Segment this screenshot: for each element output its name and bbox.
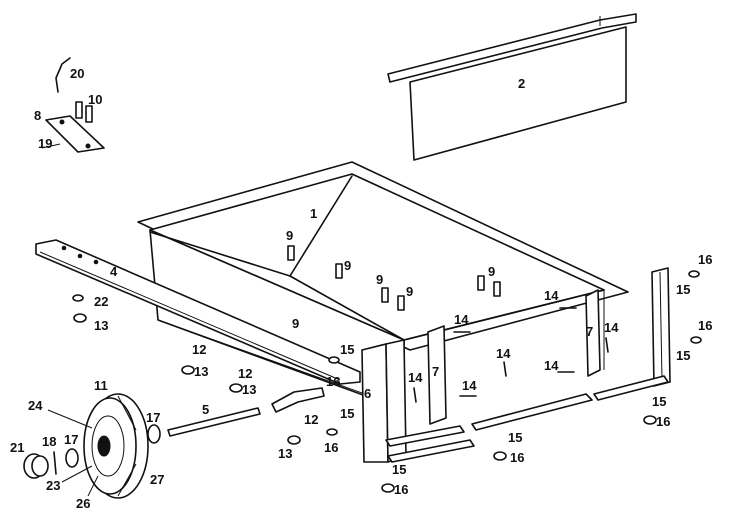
callout-14g: 14 [462, 378, 477, 393]
hardware-washers [72, 270, 702, 493]
callout-16g: 16 [394, 482, 408, 497]
callout-15c: 15 [340, 342, 354, 357]
hitch-bracket [45, 115, 105, 153]
callout-12a: 12 [192, 342, 206, 357]
callout-13b: 13 [194, 364, 208, 379]
washer-17 [65, 424, 161, 468]
callout-16e: 16 [510, 450, 524, 465]
callout-9c: 9 [376, 272, 383, 287]
callout-24: 24 [28, 398, 43, 413]
callout-22: 22 [94, 294, 108, 309]
bolts-14 [413, 307, 609, 403]
callout-16f: 16 [656, 414, 670, 429]
cotter-pin [53, 451, 57, 475]
callout-13d: 13 [278, 446, 292, 461]
callout-12c: 12 [304, 412, 318, 427]
callout-26: 26 [76, 496, 90, 511]
callout-7b: 7 [586, 324, 593, 339]
callout-15f: 15 [652, 394, 666, 409]
callout-9d: 9 [406, 284, 413, 299]
callout-13a: 13 [94, 318, 108, 333]
bolts-10 [75, 101, 93, 123]
callout-14e: 14 [544, 358, 559, 373]
callout-9f: 9 [292, 316, 299, 331]
axle-bracket [271, 387, 325, 413]
callout-14d: 14 [496, 346, 511, 361]
callout-9a: 9 [286, 228, 293, 243]
callout-9e: 9 [488, 264, 495, 279]
callout-14c: 14 [604, 320, 619, 335]
callout-14b: 14 [454, 312, 469, 327]
callout-2: 2 [518, 76, 525, 91]
callout-15a: 15 [676, 282, 690, 297]
callout-9b: 9 [344, 258, 351, 273]
side-rail [35, 239, 361, 385]
callout-labels: 1 2 4 5 6 7 7 8 9 9 9 9 9 9 10 11 12 12 … [10, 66, 712, 511]
callout-18: 18 [42, 434, 56, 449]
callout-14a: 14 [544, 288, 559, 303]
callout-21: 21 [10, 440, 24, 455]
callout-4: 4 [110, 264, 118, 279]
wheel [83, 393, 149, 499]
callout-7a: 7 [432, 364, 439, 379]
callout-12b: 12 [238, 366, 252, 381]
callout-17a: 17 [146, 410, 160, 425]
callout-23: 23 [46, 478, 60, 493]
callout-1: 1 [310, 206, 317, 221]
callout-13c: 13 [242, 382, 256, 397]
callout-16a: 16 [698, 252, 712, 267]
callout-16b: 16 [698, 318, 712, 333]
callout-15d: 15 [340, 406, 354, 421]
leader-lines [41, 143, 99, 497]
callout-27: 27 [150, 472, 164, 487]
callout-15b: 15 [676, 348, 690, 363]
callout-10: 10 [88, 92, 102, 107]
callout-15e: 15 [508, 430, 522, 445]
bolts-9 [287, 245, 501, 311]
hub-cap [23, 453, 49, 479]
axle [167, 407, 261, 437]
callout-19: 19 [38, 136, 52, 151]
upright-left [427, 325, 447, 425]
callout-5: 5 [202, 402, 209, 417]
callout-15g: 15 [392, 462, 406, 477]
callout-14f: 14 [408, 370, 423, 385]
callout-17b: 17 [64, 432, 78, 447]
callout-16c: 16 [326, 374, 340, 389]
callout-16d: 16 [324, 440, 338, 455]
callout-6: 6 [364, 386, 371, 401]
front-bracket [361, 339, 407, 463]
bottom-rails [385, 375, 669, 463]
pin [55, 57, 71, 93]
upright-right [585, 289, 601, 377]
tailgate-panel [387, 13, 637, 161]
callout-20: 20 [70, 66, 84, 81]
rear-post [651, 267, 671, 387]
callout-11: 11 [94, 378, 108, 393]
callout-8: 8 [34, 108, 41, 123]
